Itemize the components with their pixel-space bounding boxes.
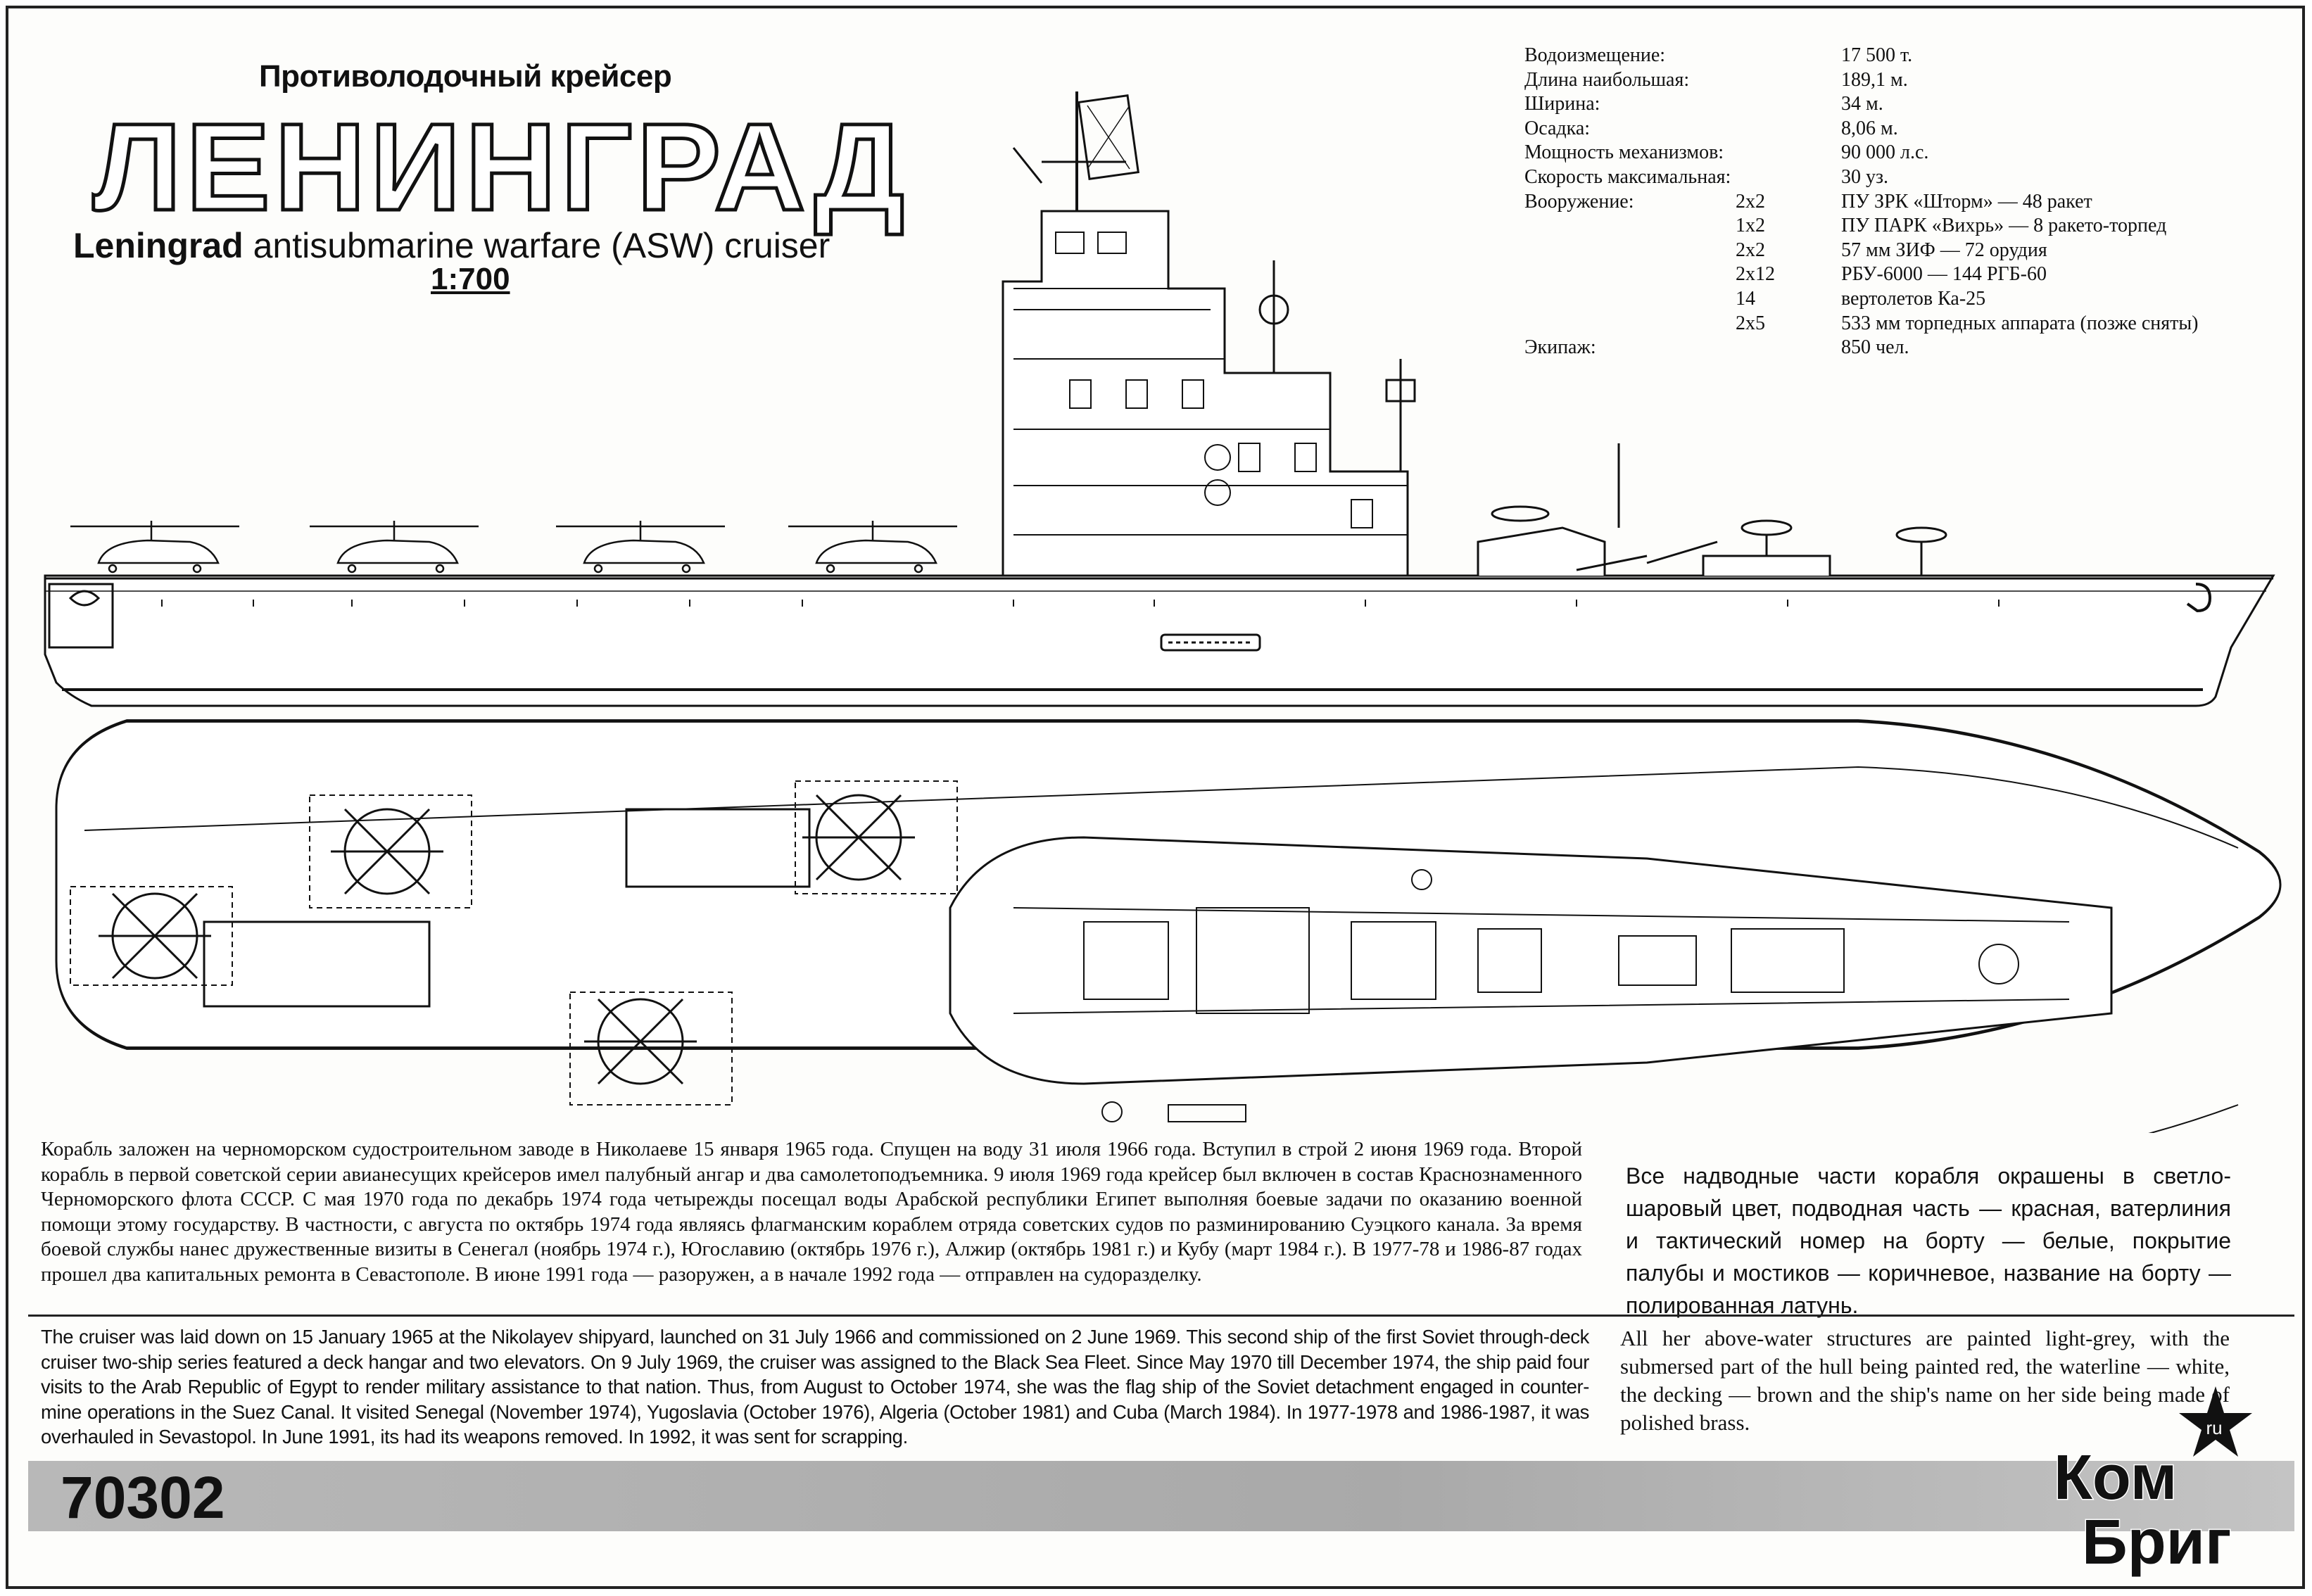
footer-band bbox=[28, 1461, 2294, 1531]
svg-text:Бриг: Бриг bbox=[2082, 1507, 2231, 1578]
spec-value: вертолетов Ка-25 bbox=[1841, 287, 1986, 310]
spec-row: 2x2 57 мм ЗИФ — 72 орудия bbox=[1524, 239, 2199, 263]
spec-row: Экипаж: 850 чел. bbox=[1524, 336, 2199, 360]
spec-row: Ширина: 34 м. bbox=[1524, 92, 2199, 117]
paint-scheme-en: All her above-water structures are paint… bbox=[1620, 1326, 2230, 1435]
specs-table: Водоизмещение:17 500 т.Длина наибольшая:… bbox=[1524, 44, 2199, 360]
spec-value: 8,06 м. bbox=[1841, 117, 1898, 139]
spec-value: 533 мм торпедных аппарата (позже сняты) bbox=[1841, 312, 2199, 334]
spec-label: Вооружение: bbox=[1524, 190, 1634, 213]
spec-label: Мощность механизмов: bbox=[1524, 141, 1724, 164]
spec-row: Скорость максимальная: 30 уз. bbox=[1524, 165, 2199, 190]
spec-row: 14 вертолетов Ка-25 bbox=[1524, 287, 2199, 312]
spec-value: ПУ ПАРК «Вихрь» — 8 ракето-торпед bbox=[1841, 215, 2167, 237]
kombrig-logo: ru Ком Бриг bbox=[2053, 1386, 2252, 1579]
spec-qty: 2x2 bbox=[1736, 190, 1765, 213]
star-icon bbox=[2179, 1386, 2252, 1457]
spec-value: 57 мм ЗИФ — 72 орудия bbox=[1841, 239, 2047, 261]
spec-qty: 2x12 bbox=[1736, 263, 1775, 286]
spec-label: Экипаж: bbox=[1524, 336, 1596, 359]
spec-row: Водоизмещение: 17 500 т. bbox=[1524, 44, 2199, 68]
spec-value: 189,1 м. bbox=[1841, 68, 1908, 91]
helicopter-icon bbox=[70, 521, 239, 574]
spec-row: 2x12 РБУ-6000 — 144 РГБ-60 bbox=[1524, 262, 2199, 287]
spec-qty: 2x5 bbox=[1736, 312, 1765, 334]
spec-label: Скорость максимальная: bbox=[1524, 165, 1731, 188]
spec-value: 90 000 л.с. bbox=[1841, 141, 1929, 164]
paint-scheme-ru: Все надводные части корабля окрашены в с… bbox=[1626, 1163, 2231, 1318]
svg-text:ru: ru bbox=[2206, 1417, 2222, 1438]
side-profile-view bbox=[44, 91, 2275, 707]
spec-row: 2x5 533 мм торпедных аппарата (позже снят… bbox=[1524, 312, 2199, 336]
spec-label: Водоизмещение: bbox=[1524, 44, 1666, 66]
svg-text:Ком: Ком bbox=[2054, 1443, 2177, 1513]
spec-row: Вооружение: 2x2 ПУ ЗРК «Шторм» — 48 ракет bbox=[1524, 190, 2199, 215]
spec-row: Длина наибольшая: 189,1 м. bbox=[1524, 68, 2199, 93]
spec-row: 1x2 ПУ ПАРК «Вихрь» — 8 ракето-торпед bbox=[1524, 214, 2199, 239]
spec-value: РБУ-6000 — 144 РГБ-60 bbox=[1841, 263, 2047, 286]
spec-qty: 2x2 bbox=[1736, 239, 1765, 261]
ship-name-en: Leningrad bbox=[73, 226, 244, 265]
spec-value: 30 уз. bbox=[1841, 165, 1889, 188]
section-divider bbox=[28, 1315, 2294, 1317]
helicopter-icon bbox=[70, 886, 233, 986]
spec-label: Длина наибольшая: bbox=[1524, 68, 1690, 91]
spec-qty: 1x2 bbox=[1736, 215, 1765, 237]
spec-value: 17 500 т. bbox=[1841, 44, 1913, 66]
spec-label: Ширина: bbox=[1524, 93, 1600, 115]
spec-qty: 14 bbox=[1736, 287, 1755, 310]
history-text-en: The cruiser was laid down on 15 January … bbox=[41, 1326, 1589, 1448]
ship-title-ru: ЛЕНИНГРАД bbox=[91, 99, 909, 236]
spec-row: Осадка: 8,06 м. bbox=[1524, 117, 2199, 141]
spec-label: Осадка: bbox=[1524, 117, 1591, 139]
ship-title-en: Leningrad antisubmarine warfare (ASW) cr… bbox=[73, 225, 830, 266]
spec-value: ПУ ЗРК «Шторм» — 48 ракет bbox=[1841, 190, 2092, 213]
scale-label: 1:700 bbox=[431, 262, 510, 296]
subtitle-ru: Противолодочный крейсер bbox=[259, 59, 672, 94]
plan-view bbox=[55, 719, 2282, 1133]
history-text-ru: Корабль заложен на черноморском судостро… bbox=[41, 1138, 1582, 1286]
ship-drawing bbox=[44, 91, 2282, 1133]
ship-class-en: antisubmarine warfare (ASW) cruiser bbox=[243, 226, 830, 265]
spec-value: 850 чел. bbox=[1841, 336, 1909, 359]
spec-value: 34 м. bbox=[1841, 93, 1883, 115]
catalog-number: 70302 bbox=[61, 1464, 225, 1531]
spec-qty bbox=[1736, 44, 1841, 68]
spec-row: Мощность механизмов: 90 000 л.с. bbox=[1524, 141, 2199, 165]
